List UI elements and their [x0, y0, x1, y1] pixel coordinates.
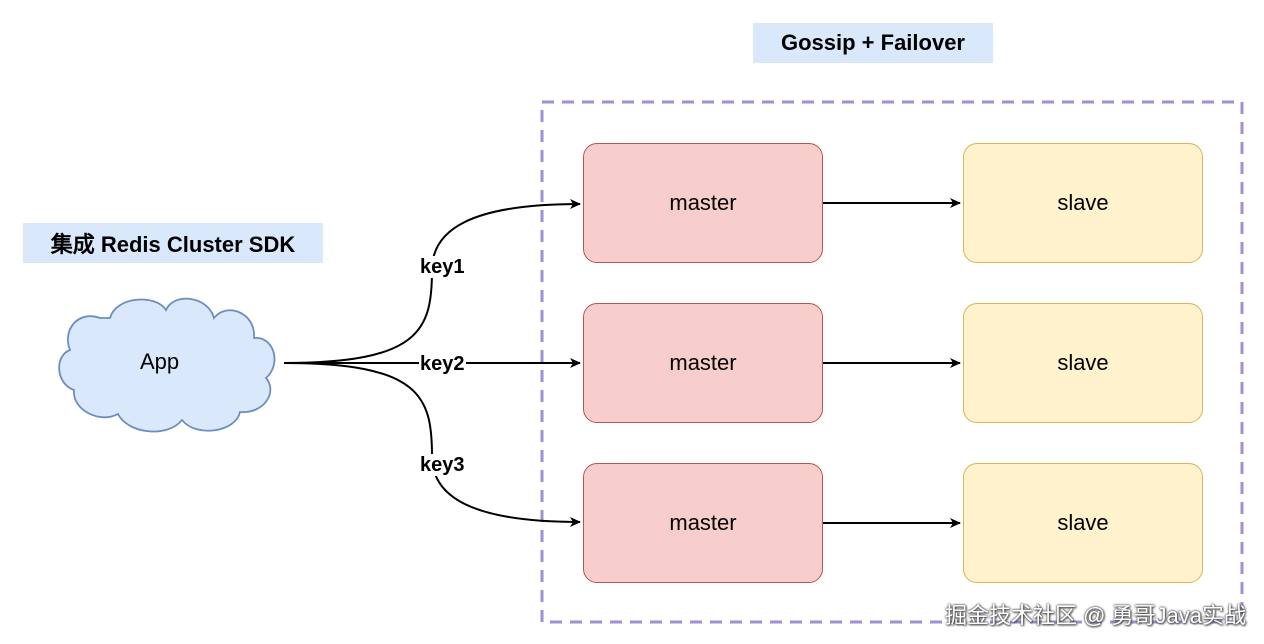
slave-node-label: slave — [1057, 510, 1109, 535]
gossip-failover-label: Gossip + Failover — [753, 23, 993, 63]
sdk-label: 集成 Redis Cluster SDK — [23, 223, 323, 263]
app-cloud — [58, 297, 276, 433]
master-node-2: master — [583, 303, 823, 423]
watermark-text: 掘金技术社区 @ 勇哥Java实战 — [944, 603, 1246, 628]
slave-node-label: slave — [1057, 190, 1109, 215]
master-node-3: master — [583, 463, 823, 583]
master-node-label: master — [669, 510, 737, 535]
connector-key1 — [283, 199, 581, 364]
slave-node-3: slave — [963, 463, 1203, 583]
key3-label: key3 — [419, 454, 466, 476]
slave-node-1: slave — [963, 143, 1203, 263]
master-node-label: master — [669, 190, 737, 215]
master-node-1: master — [583, 143, 823, 263]
key2-label: key2 — [419, 353, 466, 375]
slave-node-2: slave — [963, 303, 1203, 423]
key1-label: key1 — [419, 256, 466, 278]
app-label: App — [140, 349, 180, 374]
connector-key3 — [283, 362, 581, 527]
slave-node-label: slave — [1057, 350, 1109, 375]
master-node-label: master — [669, 350, 737, 375]
